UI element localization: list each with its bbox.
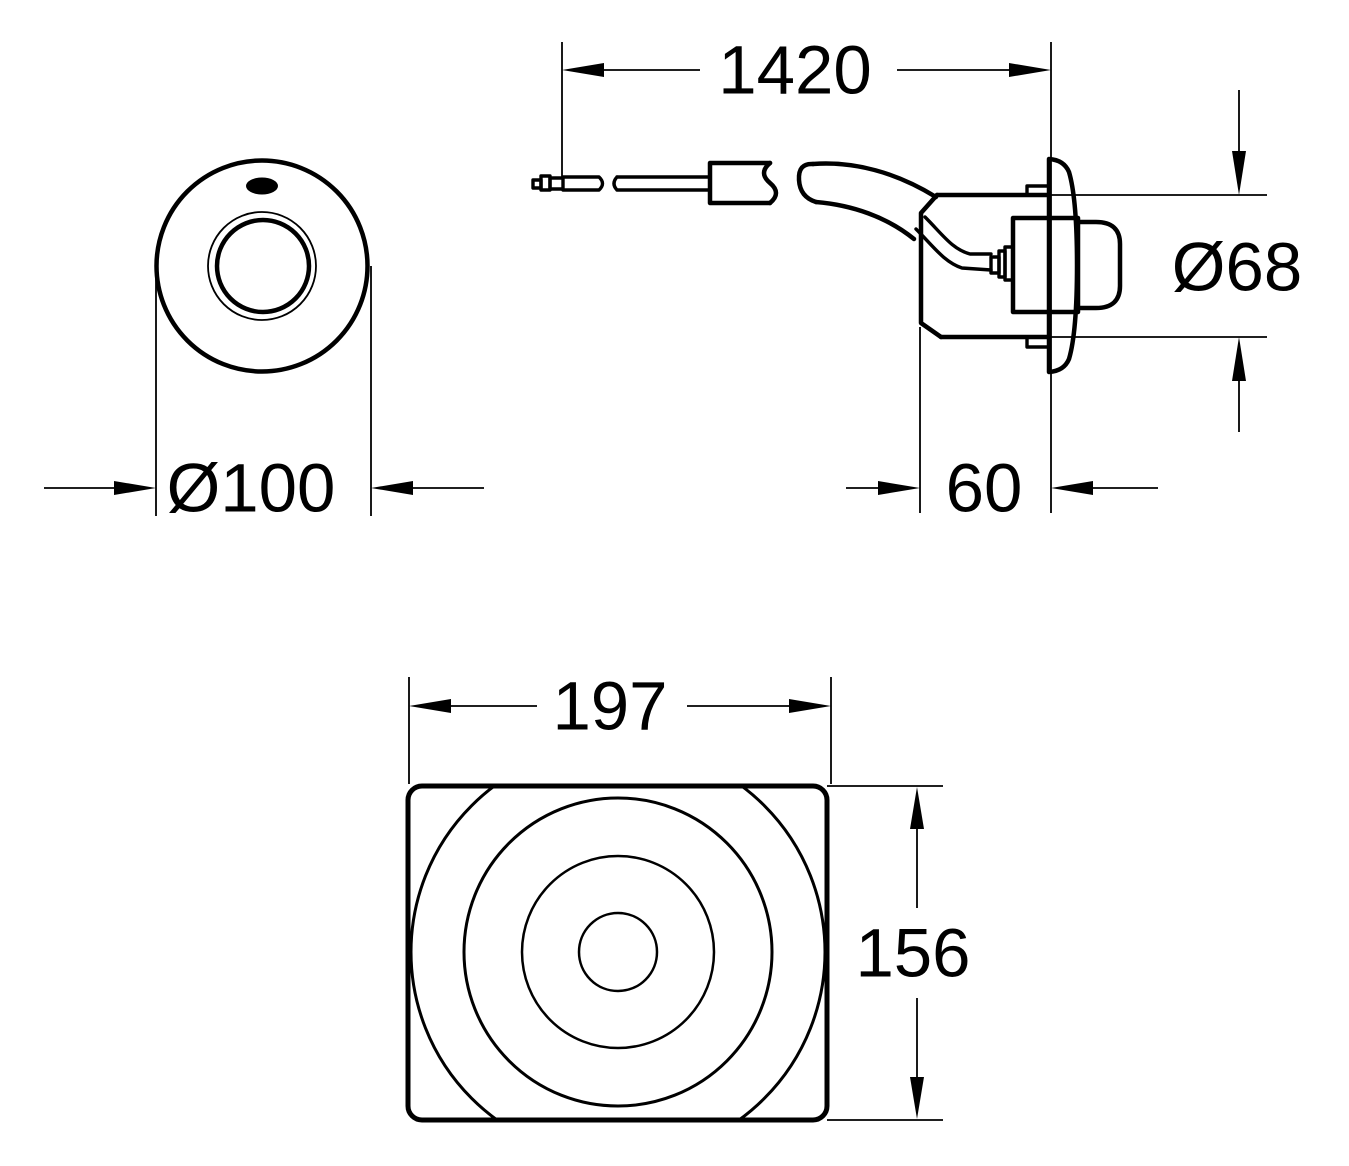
arrowhead <box>1232 151 1246 195</box>
body-depth-label: 60 <box>946 450 1023 527</box>
inner-tube-upper-edge <box>923 215 993 256</box>
brand-logo-mark <box>246 177 278 195</box>
dimension-body-diameter: Ø68 <box>1049 90 1302 432</box>
dimension-body-depth: 60 <box>846 327 1158 527</box>
arrowhead <box>910 1077 924 1119</box>
plate-circle-outer <box>409 786 827 1120</box>
front-trim-ring <box>207 211 317 321</box>
arrowhead <box>789 699 831 713</box>
front-button-ring <box>214 217 312 315</box>
plate-circle-mid <box>520 854 716 1050</box>
mounting-tab-bottom <box>1025 335 1051 349</box>
hose-tube-segment <box>612 175 710 192</box>
side-view: 1420 Ø68 60 <box>531 32 1302 527</box>
mounting-tab-top <box>1025 184 1051 197</box>
plate-height-label: 156 <box>855 915 970 992</box>
hose-bottom-edge <box>813 199 917 242</box>
dimension-plate-width: 197 <box>408 668 832 784</box>
hose-tube-segment <box>561 175 605 192</box>
front-diameter-label: Ø100 <box>167 450 336 527</box>
hose-sleeve-break-edge <box>761 160 779 206</box>
button-cap <box>1075 219 1123 311</box>
arrowhead <box>562 63 604 77</box>
dimension-front-diameter: Ø100 <box>44 266 484 527</box>
plate-view: 197 156 <box>405 668 971 1123</box>
plate-circle-center <box>577 911 659 993</box>
inner-tube-lower-edge <box>914 227 993 272</box>
valve-body <box>918 42 1123 513</box>
hose-top-edge <box>810 161 939 200</box>
hose-connector-collar <box>548 176 565 191</box>
hose-break-curl <box>796 161 819 205</box>
wall-flange <box>1046 156 1080 375</box>
arrowhead <box>371 481 413 495</box>
front-view: Ø100 <box>44 158 484 527</box>
dimension-plate-height: 156 <box>827 785 971 1121</box>
dimension-hose-length: 1420 <box>561 32 1051 178</box>
cover-plate-outline <box>405 783 830 1123</box>
arrowhead <box>1232 337 1246 381</box>
hose-length-label: 1420 <box>718 32 872 109</box>
button-base <box>1010 215 1081 315</box>
arrowhead <box>910 787 924 829</box>
plate-width-label: 197 <box>552 668 667 745</box>
body-outline-left <box>918 192 944 340</box>
hose-assembly <box>531 160 993 272</box>
hose-sleeve <box>707 160 773 206</box>
arrowhead <box>114 481 156 495</box>
body-diameter-label: Ø68 <box>1172 229 1302 306</box>
arrowhead <box>1009 63 1051 77</box>
arrowhead <box>1051 481 1093 495</box>
arrowhead <box>409 699 451 713</box>
arrowhead <box>878 481 920 495</box>
plate-circle-large <box>462 796 774 1108</box>
